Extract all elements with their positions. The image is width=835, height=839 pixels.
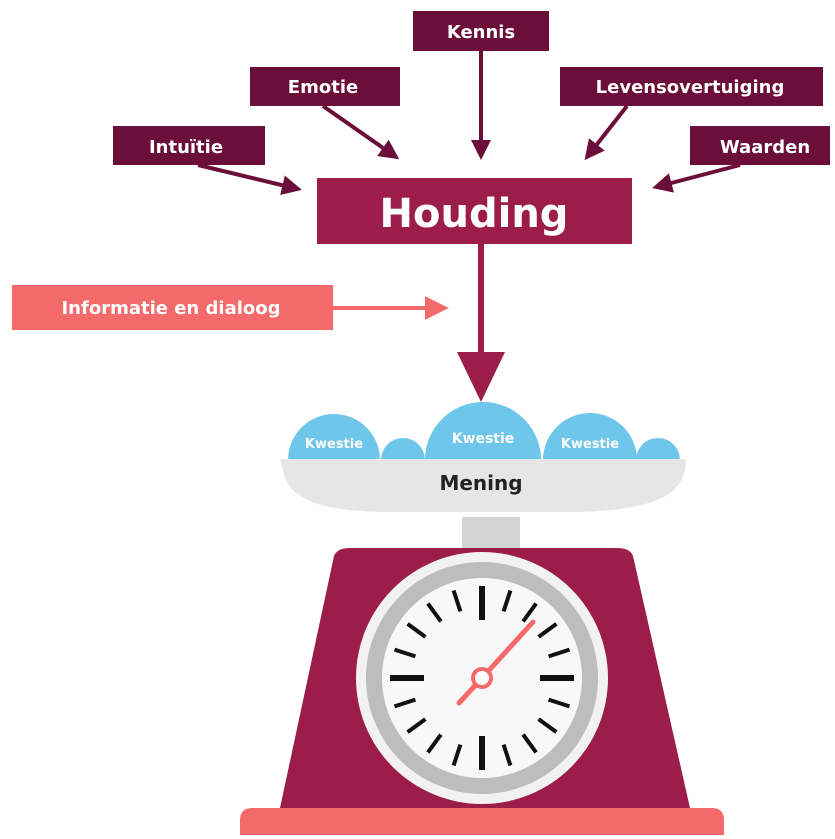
- issue-label-1: Kwestie: [305, 437, 363, 452]
- dial-tick: [393, 697, 417, 709]
- small-bubble-2: [636, 438, 680, 460]
- dial-tick: [501, 743, 513, 767]
- factor-kennis: Kennis: [413, 11, 549, 51]
- dial-tick: [451, 743, 463, 767]
- issue-bubble-2: [425, 402, 541, 460]
- informatie-label: Informatie en dialoog: [61, 298, 280, 319]
- factor-levensovertuiging-label: Levensovertuiging: [596, 77, 785, 98]
- dial-tick: [406, 717, 427, 734]
- arrow-houding-head: [457, 352, 505, 402]
- dial-needle: [479, 619, 536, 681]
- issue-label-3: Kwestie: [561, 437, 619, 452]
- dial-tick: [451, 589, 463, 613]
- factor-waarden: Waarden: [690, 126, 830, 165]
- issue-bubble-1: [288, 414, 380, 460]
- scale-dial: [356, 552, 608, 804]
- factor-waarden-label: Waarden: [720, 137, 810, 158]
- dial-tick: [521, 733, 538, 754]
- dial-tick: [426, 733, 443, 754]
- houding-label: Houding: [380, 191, 569, 237]
- issue-label-2: Kwestie: [452, 431, 515, 447]
- informatie-box: Informatie en dialoog: [12, 285, 333, 330]
- arrow-levensovertuiging: [584, 104, 629, 161]
- issue-bubble-3: [543, 413, 637, 460]
- issue-bubbles: Kwestie Kwestie Kwestie: [288, 402, 680, 460]
- dial-tick: [537, 622, 558, 639]
- factor-kennis-label: Kennis: [447, 22, 515, 43]
- arrow-intuitie: [197, 163, 302, 195]
- dial-tick: [406, 622, 427, 639]
- factor-intuitie: Intuïtie: [113, 126, 265, 165]
- dial-pivot: [471, 667, 493, 689]
- dial-tick: [537, 717, 558, 734]
- houding-box: Houding: [317, 178, 632, 244]
- dial-tick: [547, 697, 571, 709]
- factor-emotie-label: Emotie: [288, 77, 358, 98]
- factor-intuitie-label: Intuïtie: [149, 137, 223, 158]
- scale-base: [240, 808, 724, 835]
- dial-tick: [393, 647, 417, 659]
- dial-tick: [501, 589, 513, 613]
- factor-levensovertuiging: Levensovertuiging: [560, 67, 823, 106]
- mening-label: Mening: [439, 471, 522, 495]
- dial-tick: [521, 602, 538, 623]
- small-bubble-1: [381, 438, 425, 460]
- factor-emotie: Emotie: [250, 67, 400, 106]
- dial-tick: [426, 602, 443, 623]
- arrow-emotie: [321, 104, 400, 160]
- dial-ticks: [390, 586, 574, 770]
- dial-tick: [547, 647, 571, 659]
- scale-tray: [280, 459, 686, 512]
- arrow-waarden: [652, 163, 741, 193]
- scale-neck: [462, 517, 520, 549]
